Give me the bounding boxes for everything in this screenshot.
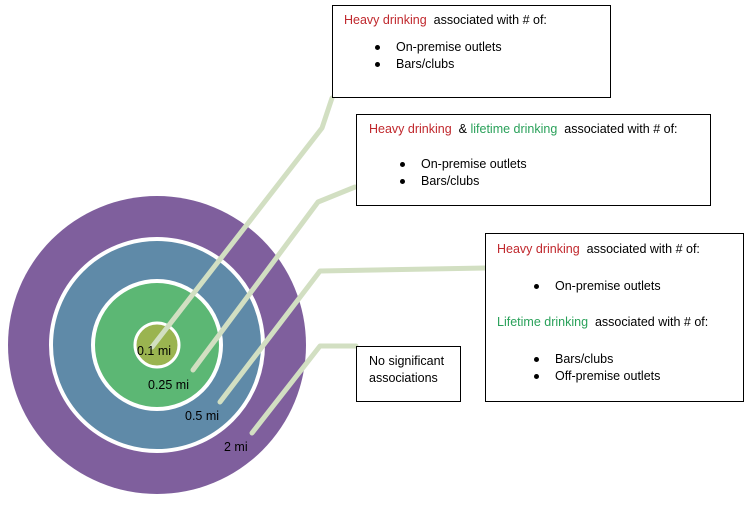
label-2-mi: 2 mi bbox=[224, 440, 248, 454]
label-0-5-mi: 0.5 mi bbox=[185, 409, 219, 423]
label-0-25-mi: 0.25 mi bbox=[148, 378, 189, 392]
connector-0-5-mi bbox=[217, 265, 489, 405]
box3-lifetime-list: Bars/clubs Off-premise outlets bbox=[531, 351, 743, 385]
lifetime-drinking-label: lifetime drinking bbox=[470, 122, 558, 136]
annotation-box-0-5-mi: Heavy drinking associated with # of: On-… bbox=[485, 233, 744, 402]
no-assoc-line-1: No significant bbox=[369, 354, 445, 368]
association-text: associated with # of: bbox=[433, 13, 547, 27]
list-item: Bars/clubs bbox=[397, 173, 710, 190]
box3-heavy-list: On-premise outlets bbox=[531, 278, 743, 295]
list-item: Off-premise outlets bbox=[531, 368, 743, 385]
list-item: On-premise outlets bbox=[372, 39, 610, 56]
ampersand: & bbox=[458, 122, 467, 136]
list-item: On-premise outlets bbox=[397, 156, 710, 173]
list-item: On-premise outlets bbox=[531, 278, 743, 295]
association-text: associated with # of: bbox=[586, 242, 700, 256]
box1-heading: Heavy drinking associated with # of: bbox=[344, 12, 610, 29]
box1-list: On-premise outlets Bars/clubs bbox=[372, 39, 610, 73]
lifetime-drinking-label: Lifetime drinking bbox=[497, 314, 589, 329]
list-item: Bars/clubs bbox=[372, 56, 610, 73]
ring-0-1-mi bbox=[133, 321, 181, 369]
annotation-box-2-mi: No significant associations bbox=[356, 346, 461, 402]
heavy-drinking-label: Heavy drinking bbox=[369, 122, 452, 136]
list-item: Bars/clubs bbox=[531, 351, 743, 368]
heavy-drinking-label: Heavy drinking bbox=[497, 242, 580, 256]
association-text: associated with # of: bbox=[594, 314, 709, 329]
connector-0-1-mi bbox=[149, 95, 335, 350]
association-text: associated with # of: bbox=[564, 122, 678, 136]
box2-list: On-premise outlets Bars/clubs bbox=[397, 156, 710, 190]
annotation-box-0-1-mi: Heavy drinking associated with # of: On-… bbox=[332, 5, 611, 98]
box3-heading-lifetime: Lifetime drinking associated with # of: bbox=[497, 314, 743, 331]
label-0-1-mi: 0.1 mi bbox=[137, 344, 171, 358]
connector-0-25-mi bbox=[190, 184, 358, 373]
box2-heading: Heavy drinking & lifetime drinking assoc… bbox=[369, 121, 710, 138]
connector-2-mi bbox=[249, 343, 359, 436]
no-assoc-line-2: associations bbox=[369, 370, 438, 385]
heavy-drinking-label: Heavy drinking bbox=[344, 13, 427, 27]
annotation-box-0-25-mi: Heavy drinking & lifetime drinking assoc… bbox=[356, 114, 711, 206]
box3-heading-heavy: Heavy drinking associated with # of: bbox=[497, 241, 743, 258]
